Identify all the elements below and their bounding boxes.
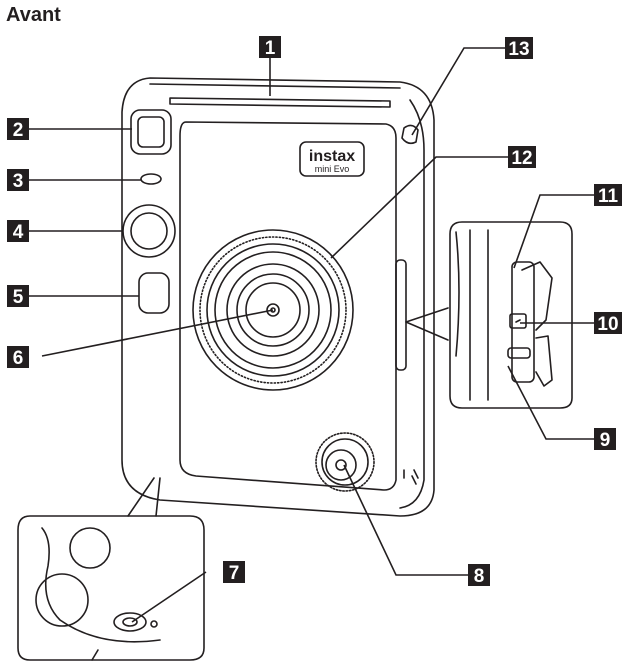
- callout-label: 5: [13, 287, 24, 308]
- camera-front-panel: [179, 121, 397, 491]
- leader-9: [507, 365, 594, 440]
- mode-dial: [315, 432, 375, 492]
- callout-label: 4: [13, 222, 24, 243]
- callout-10: 10: [594, 312, 622, 335]
- square-button: [138, 272, 170, 314]
- callout-label: 8: [474, 566, 485, 587]
- bottom-inset-frame: [17, 515, 205, 661]
- callout-12: 12: [508, 146, 536, 169]
- callout-13: 13: [505, 37, 533, 60]
- callout-label: 11: [598, 186, 619, 207]
- callout-1: 1: [259, 36, 281, 59]
- callout-label: 7: [229, 563, 240, 584]
- callout-3: 3: [7, 169, 29, 192]
- callout-label: 12: [511, 148, 532, 169]
- leader-12: [330, 156, 508, 259]
- leader-8: [343, 464, 468, 576]
- leader-11: [513, 194, 594, 269]
- instax-logo-box: [299, 141, 365, 177]
- callout-6: 6: [7, 346, 29, 369]
- leader-13: [411, 47, 505, 136]
- callout-label: 13: [508, 39, 529, 60]
- callout-label: 9: [600, 430, 611, 451]
- callout-label: 10: [597, 314, 618, 335]
- callout-4: 4: [7, 220, 29, 243]
- self-timer-lamp: [140, 173, 162, 185]
- print-slot: [169, 97, 391, 108]
- logo-model: mini Evo: [315, 164, 350, 174]
- callout-2: 2: [7, 118, 29, 141]
- leader-6: [41, 309, 274, 357]
- side-inset-frame: [449, 221, 573, 409]
- lens-ring-outer: [192, 229, 354, 391]
- camera-body: [121, 77, 435, 517]
- callout-8: 8: [468, 564, 490, 587]
- callout-11: 11: [594, 184, 622, 207]
- page-heading: Avant: [6, 4, 61, 26]
- callout-5: 5: [7, 285, 29, 308]
- callout-label: 3: [13, 171, 24, 192]
- camera-side-edge: [399, 99, 425, 509]
- callout-label: 6: [13, 348, 24, 369]
- leader-7: [131, 571, 207, 623]
- callout-9: 9: [594, 428, 616, 451]
- strap-eyelet: [401, 124, 419, 145]
- viewfinder-window: [130, 109, 172, 155]
- callout-label: 2: [13, 120, 24, 141]
- callout-7: 7: [223, 561, 245, 584]
- callout-label: 1: [265, 38, 276, 59]
- logo-brand: instax: [309, 148, 355, 165]
